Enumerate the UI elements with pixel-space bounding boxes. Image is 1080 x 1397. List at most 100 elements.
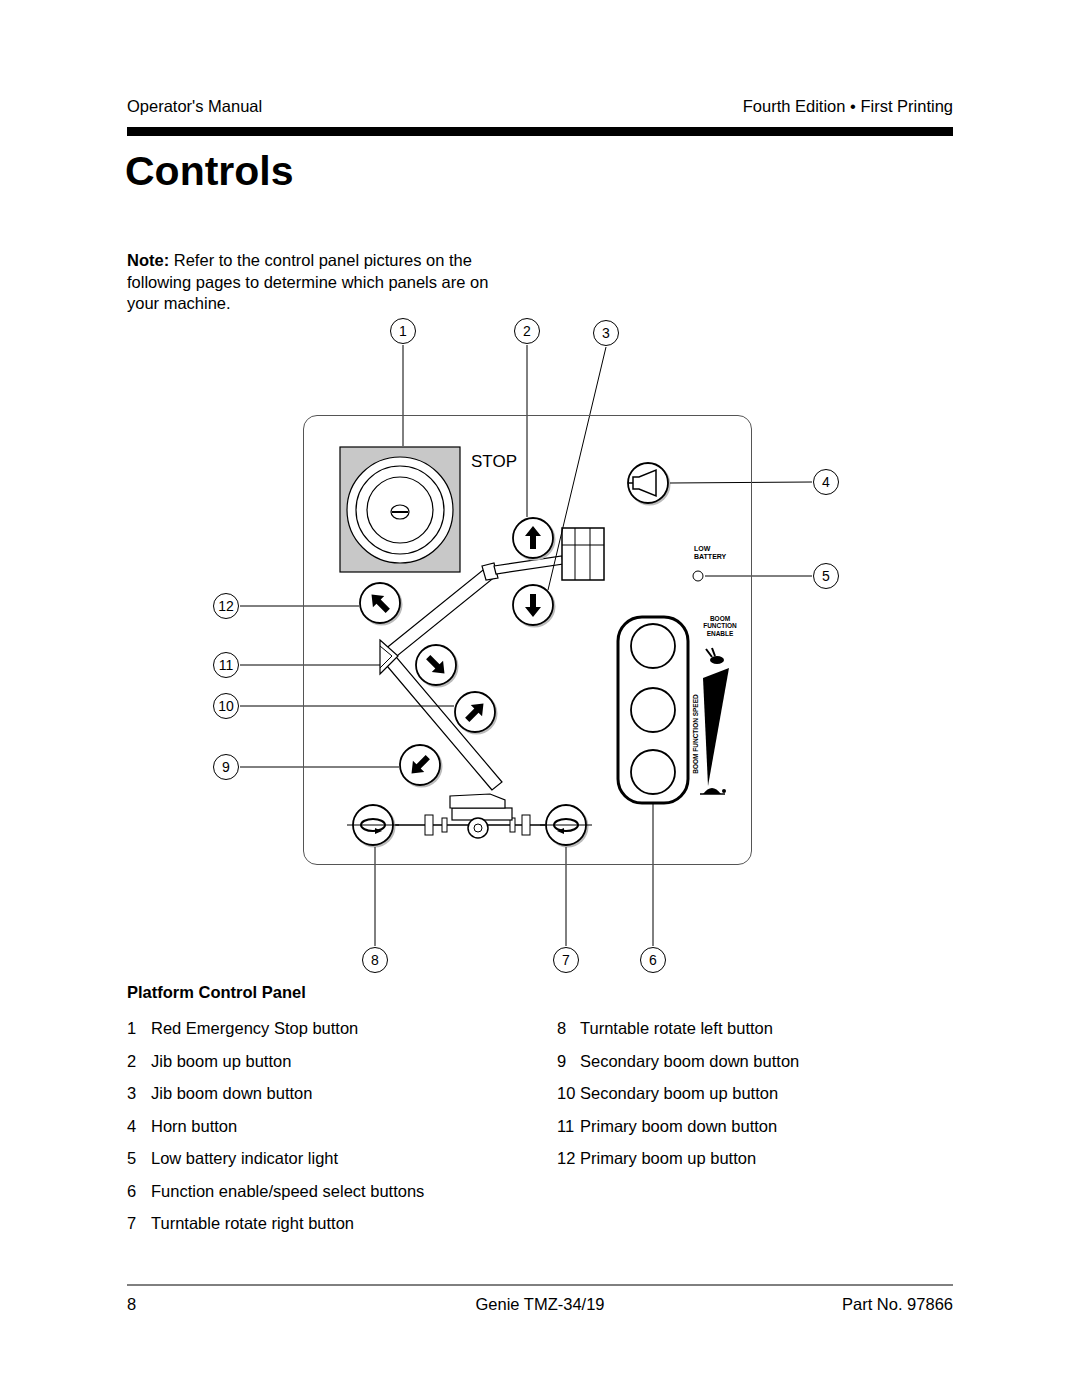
horn-icon xyxy=(633,470,656,496)
callout-number: 8 xyxy=(362,947,388,973)
callout-number: 4 xyxy=(813,469,839,495)
item-number: 12 xyxy=(557,1149,575,1169)
item-number: 10 xyxy=(557,1084,575,1104)
callout-number: 5 xyxy=(813,563,839,589)
key-slot-line xyxy=(392,511,408,513)
leader-line xyxy=(375,847,376,946)
enable-label: BOOM FUNCTION ENABLE xyxy=(698,615,742,637)
item-text: Primary boom down button xyxy=(580,1117,777,1137)
arrow-icon xyxy=(462,698,490,726)
callout-number: 6 xyxy=(640,947,666,973)
item-text: Jib boom down button xyxy=(151,1084,312,1104)
callout-number: 7 xyxy=(553,947,579,973)
item-number: 9 xyxy=(557,1052,566,1072)
leader-line xyxy=(670,482,812,483)
primary-up-button xyxy=(360,583,400,623)
secondary-up-button-shadow xyxy=(456,693,498,735)
arrow-icon xyxy=(525,526,541,549)
turtle-head xyxy=(722,789,726,793)
item-text: Primary boom up button xyxy=(580,1149,756,1169)
jib-down-button-shadow xyxy=(514,586,556,628)
axis-line xyxy=(347,824,399,825)
item-number: 6 xyxy=(127,1182,136,1202)
rotate-right-button-shadow xyxy=(547,806,589,848)
stop-housing xyxy=(340,447,460,572)
horn-button-shadow xyxy=(629,464,671,506)
item-text: Red Emergency Stop button xyxy=(151,1019,358,1039)
note-paragraph: Note:Refer to the control panel pictures… xyxy=(127,250,512,315)
basket-rail xyxy=(575,528,576,580)
item-text: Turntable rotate left button xyxy=(580,1019,773,1039)
callout-number: 3 xyxy=(593,320,619,346)
leader-line xyxy=(240,706,454,707)
jib-up-button-shadow xyxy=(514,519,556,561)
outrigger xyxy=(425,815,433,835)
callout-number: 9 xyxy=(213,754,239,780)
speed-button xyxy=(631,750,675,794)
primary-down-button xyxy=(416,645,456,685)
rotate-icon xyxy=(361,819,385,831)
item-text: Jib boom up button xyxy=(151,1052,291,1072)
jib-down-button xyxy=(513,585,553,625)
arrow-icon xyxy=(423,652,451,680)
item-text: Secondary boom up button xyxy=(580,1084,778,1104)
wheel xyxy=(468,818,488,838)
rabbit-icon xyxy=(710,656,724,664)
control-panel: STOPLOW BATTERYBOOM FUNCTION ENABLEBOOM … xyxy=(303,415,752,865)
leader-line xyxy=(240,665,380,666)
rotate-arrowhead xyxy=(557,828,564,834)
item-text: Low battery indicator light xyxy=(151,1149,338,1169)
primary-down-button-shadow xyxy=(417,646,459,688)
item-number: 2 xyxy=(127,1052,136,1072)
item-text: Turntable rotate right button xyxy=(151,1214,354,1234)
horn-line xyxy=(628,482,633,484)
lower-boom xyxy=(382,652,502,790)
turtle-icon xyxy=(703,788,721,794)
footer-rule xyxy=(127,1285,953,1286)
turntable xyxy=(450,794,505,808)
item-text: Horn button xyxy=(151,1117,237,1137)
turtle-base xyxy=(700,793,725,795)
item-number: 7 xyxy=(127,1214,136,1234)
item-number: 4 xyxy=(127,1117,136,1137)
model-name: Genie TMZ-34/19 xyxy=(475,1295,604,1315)
basket-rail xyxy=(562,545,604,546)
callout-number: 11 xyxy=(213,652,239,678)
stop-button xyxy=(347,457,453,563)
secondary-down-button xyxy=(400,745,440,785)
stop-ring xyxy=(367,477,433,543)
item-number: 8 xyxy=(557,1019,566,1039)
pivot-line xyxy=(380,656,392,668)
axis-line xyxy=(540,824,592,825)
speed-button xyxy=(631,688,675,732)
rotate-icon xyxy=(554,819,578,831)
page-number: 8 xyxy=(127,1295,136,1315)
note-text: Refer to the control panel pictures on t… xyxy=(127,251,488,312)
arrow-icon xyxy=(525,594,541,617)
speed-select-housing xyxy=(618,617,688,803)
key-slot xyxy=(391,505,409,519)
arrow-icon xyxy=(406,752,434,780)
rotate-left-button-shadow xyxy=(354,806,396,848)
horn-button xyxy=(628,463,668,503)
leader-line xyxy=(705,576,812,577)
rabbit-ears xyxy=(706,648,715,657)
primary-up-button-shadow xyxy=(361,584,403,626)
item-number: 3 xyxy=(127,1084,136,1104)
boom-pivot xyxy=(380,640,398,674)
leader-line xyxy=(403,345,404,446)
item-text: Function enable/speed select buttons xyxy=(151,1182,424,1202)
basket xyxy=(562,528,604,580)
secondary-up-button xyxy=(455,692,495,732)
callout-number: 2 xyxy=(514,318,540,344)
jib-up-button xyxy=(513,518,553,558)
speed-label: BOOM FUNCTION SPEED xyxy=(692,694,699,773)
drawing xyxy=(127,127,953,1285)
note-label: Note: xyxy=(127,251,169,269)
speed-button xyxy=(631,624,675,668)
leader-line xyxy=(548,347,606,590)
outrigger xyxy=(442,818,447,832)
page-title: Controls xyxy=(125,147,294,196)
